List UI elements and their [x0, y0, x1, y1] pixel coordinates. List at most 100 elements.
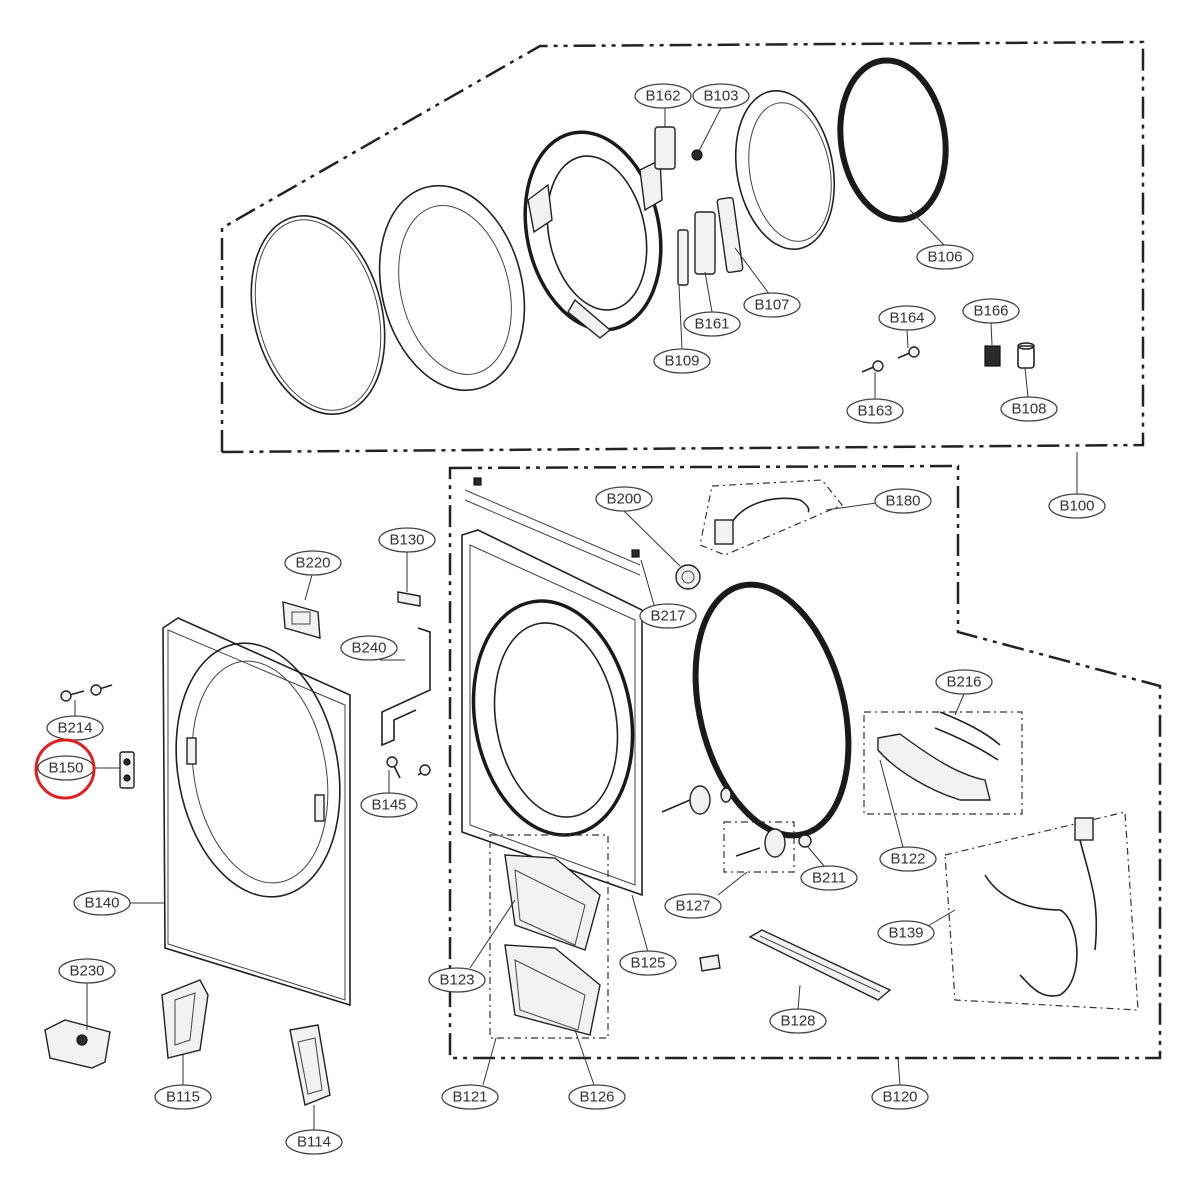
- callout-b127: B127: [664, 893, 722, 919]
- svg-text:B103: B103: [703, 88, 738, 105]
- harness-b139: [944, 811, 1139, 1011]
- svg-text:B145: B145: [371, 797, 406, 814]
- svg-text:B230: B230: [69, 963, 104, 980]
- callout-b240: B240: [340, 635, 398, 661]
- svg-text:B127: B127: [675, 898, 710, 915]
- callout-b200: B200: [595, 486, 653, 512]
- svg-text:B128: B128: [780, 1013, 815, 1030]
- callout-b123: B123: [428, 967, 486, 993]
- screws-b214: [60, 684, 113, 702]
- svg-text:B161: B161: [694, 316, 729, 333]
- svg-text:B164: B164: [889, 310, 924, 327]
- callout-b107: B107: [743, 292, 801, 318]
- svg-text:B240: B240: [351, 640, 386, 657]
- callout-b126: B126: [568, 1084, 626, 1110]
- svg-text:B130: B130: [389, 532, 424, 549]
- svg-text:B126: B126: [579, 1089, 614, 1106]
- highlight-circle-b150: [34, 738, 96, 800]
- bracket-b130: [397, 591, 421, 607]
- callout-b114: B114: [285, 1129, 343, 1155]
- door-inner-glass: [734, 89, 836, 251]
- lint-filter-b121: [489, 834, 609, 1039]
- callout-b130: B130: [378, 527, 436, 553]
- callout-b230: B230: [58, 958, 116, 984]
- callout-b140: B140: [73, 890, 131, 916]
- callout-b122: B122: [879, 846, 937, 872]
- svg-text:B115: B115: [166, 1089, 200, 1106]
- cover-b230: [44, 1019, 111, 1069]
- hinge-bracket-b115: [161, 979, 209, 1059]
- door-glass-outer: [250, 214, 386, 416]
- callout-b211: B211: [800, 865, 858, 891]
- svg-text:B220: B220: [295, 555, 330, 572]
- callout-b166: B166: [962, 298, 1020, 324]
- svg-text:B123: B123: [439, 972, 474, 989]
- svg-text:B166: B166: [973, 303, 1008, 320]
- svg-text:B139: B139: [888, 925, 923, 942]
- door-hinge-frame: [523, 130, 663, 339]
- svg-text:B107: B107: [754, 297, 789, 314]
- svg-text:B121: B121: [452, 1089, 487, 1106]
- bracket-b240: [381, 627, 431, 747]
- svg-text:B163: B163: [857, 403, 892, 420]
- hinge-b150: [119, 751, 135, 789]
- callout-b161: B161: [683, 311, 741, 337]
- callout-b125: B125: [619, 950, 677, 976]
- callout-b150: B150: [37, 755, 95, 781]
- screws-b145: [386, 756, 431, 779]
- callout-b100: B100: [1048, 493, 1106, 519]
- svg-text:B109: B109: [664, 353, 699, 370]
- front-frame-b120: [461, 477, 643, 897]
- svg-text:B108: B108: [1011, 401, 1046, 418]
- callout-b109: B109: [653, 348, 711, 374]
- callout-b120: B120: [871, 1084, 929, 1110]
- callout-b180: B180: [874, 488, 932, 514]
- nut-b211: [798, 834, 812, 848]
- drum-gasket-b217: [692, 581, 852, 839]
- callout-b108: B108: [1000, 396, 1058, 422]
- svg-text:B217: B217: [650, 608, 685, 625]
- callout-b162: B162: [634, 83, 692, 109]
- callout-b145: B145: [360, 792, 418, 818]
- svg-text:B125: B125: [630, 955, 665, 972]
- callout-b216: B216: [935, 669, 993, 695]
- svg-text:B214: B214: [57, 720, 92, 737]
- filter-guide-b216: [863, 711, 1023, 815]
- svg-text:B162: B162: [645, 88, 680, 105]
- callout-b128: B128: [769, 1008, 827, 1034]
- rollers: [661, 785, 732, 815]
- harness-b180: [699, 479, 843, 556]
- door-frame-outer: [378, 184, 526, 392]
- svg-text:B140: B140: [84, 895, 119, 912]
- callout-b214: B214: [46, 715, 104, 741]
- callout-b121: B121: [441, 1084, 499, 1110]
- duct-b128: [748, 929, 892, 1001]
- svg-text:B211: B211: [812, 870, 846, 887]
- callout-b217: B217: [639, 603, 697, 629]
- callout-b103: B103: [692, 83, 750, 109]
- svg-text:B100: B100: [1059, 498, 1094, 515]
- caps-b166-b108: [984, 342, 1035, 369]
- front-panel-b140: [162, 617, 351, 1007]
- svg-text:B150: B150: [48, 760, 83, 777]
- svg-text:B106: B106: [927, 249, 962, 266]
- callout-b115: B115: [154, 1084, 212, 1110]
- group-border-b120: [448, 464, 1162, 1060]
- small-part: [699, 954, 721, 972]
- callout-b164: B164: [878, 305, 936, 331]
- screws-b163-b164: [861, 346, 920, 373]
- sensor-b200: [675, 564, 701, 590]
- svg-text:B200: B200: [606, 491, 641, 508]
- svg-text:B122: B122: [890, 851, 925, 868]
- callout-b106: B106: [916, 244, 974, 270]
- roller-b127: [723, 821, 795, 873]
- group-border-b100: [220, 40, 1145, 454]
- svg-text:B216: B216: [946, 674, 981, 691]
- svg-text:B180: B180: [885, 493, 920, 510]
- hinge-bracket-b114: [289, 1024, 331, 1106]
- callout-b220: B220: [284, 550, 342, 576]
- switch-b220: [282, 601, 321, 639]
- callout-b163: B163: [846, 398, 904, 424]
- svg-text:B114: B114: [297, 1134, 331, 1151]
